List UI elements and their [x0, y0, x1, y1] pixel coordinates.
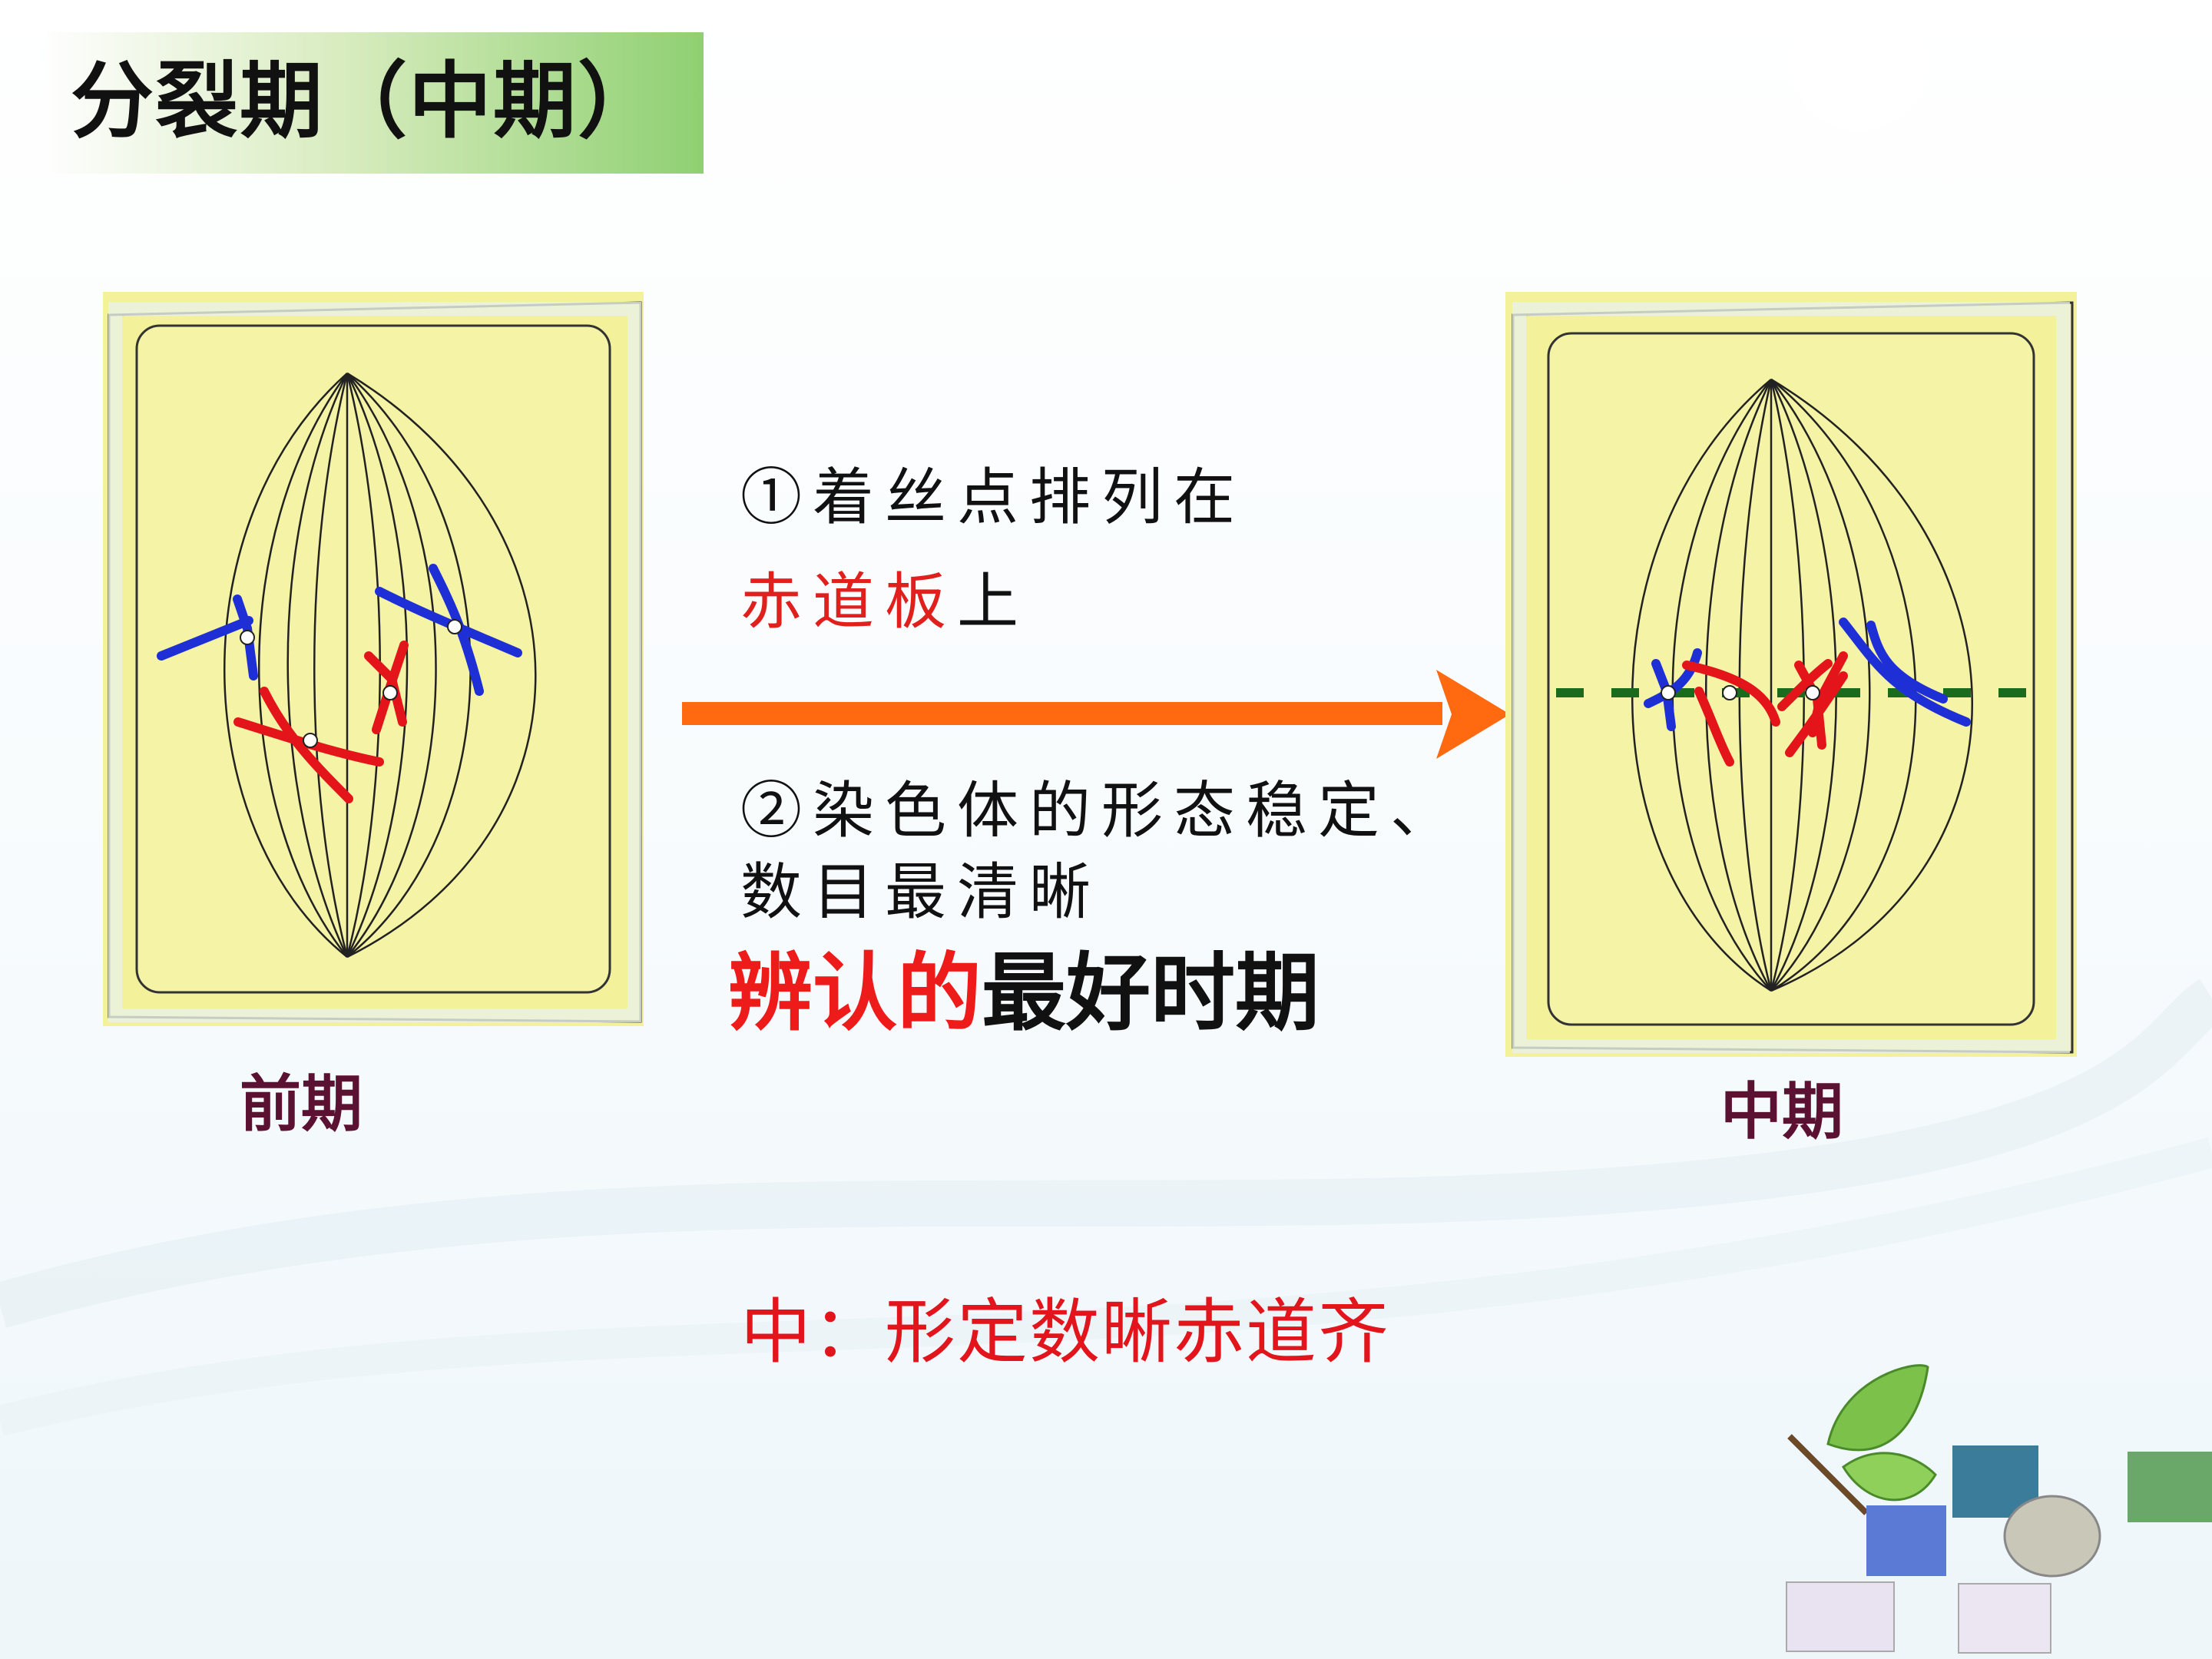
emphasis-black: 最好时期 — [982, 944, 1320, 1042]
decorative-biology-images — [1786, 1364, 2212, 1654]
metaphase-cell-diagram — [1505, 292, 2077, 1057]
point-2-line-b: 数目最清晰 — [740, 856, 1101, 928]
equatorial-plate-highlight: 赤道板 — [740, 566, 957, 637]
membrane-icon — [1786, 1581, 1895, 1652]
progression-arrow — [682, 670, 1510, 759]
slide-title: 分裂期（中期） — [71, 54, 663, 150]
prophase-caption: 前期 — [240, 1068, 363, 1140]
plant-cell-icon — [2003, 1495, 2101, 1578]
point-1-line-a: ①着丝点排列在 — [740, 462, 1246, 533]
mitochondria-icon — [1958, 1583, 2051, 1654]
tissue-photo-icon — [2128, 1452, 2212, 1522]
point-2-line-a: ②染色体的形态稳定、 — [740, 775, 1462, 846]
dna-photo-icon — [1866, 1505, 1946, 1576]
best-identification-period: 辨认的最好时期 — [728, 943, 1320, 1043]
emphasis-red: 辨认的 — [728, 944, 982, 1042]
point-1-line-b: 赤道板上 — [740, 565, 1029, 639]
title-banner: 分裂期（中期） — [46, 32, 704, 174]
leaf-icon — [1787, 1364, 1937, 1515]
prophase-cell-diagram — [103, 292, 644, 1026]
point-1-tail: 上 — [957, 566, 1029, 637]
mnemonic-text: 中：形定数晰赤道齐 — [740, 1291, 1391, 1373]
metaphase-caption: 中期 — [1720, 1076, 1843, 1147]
